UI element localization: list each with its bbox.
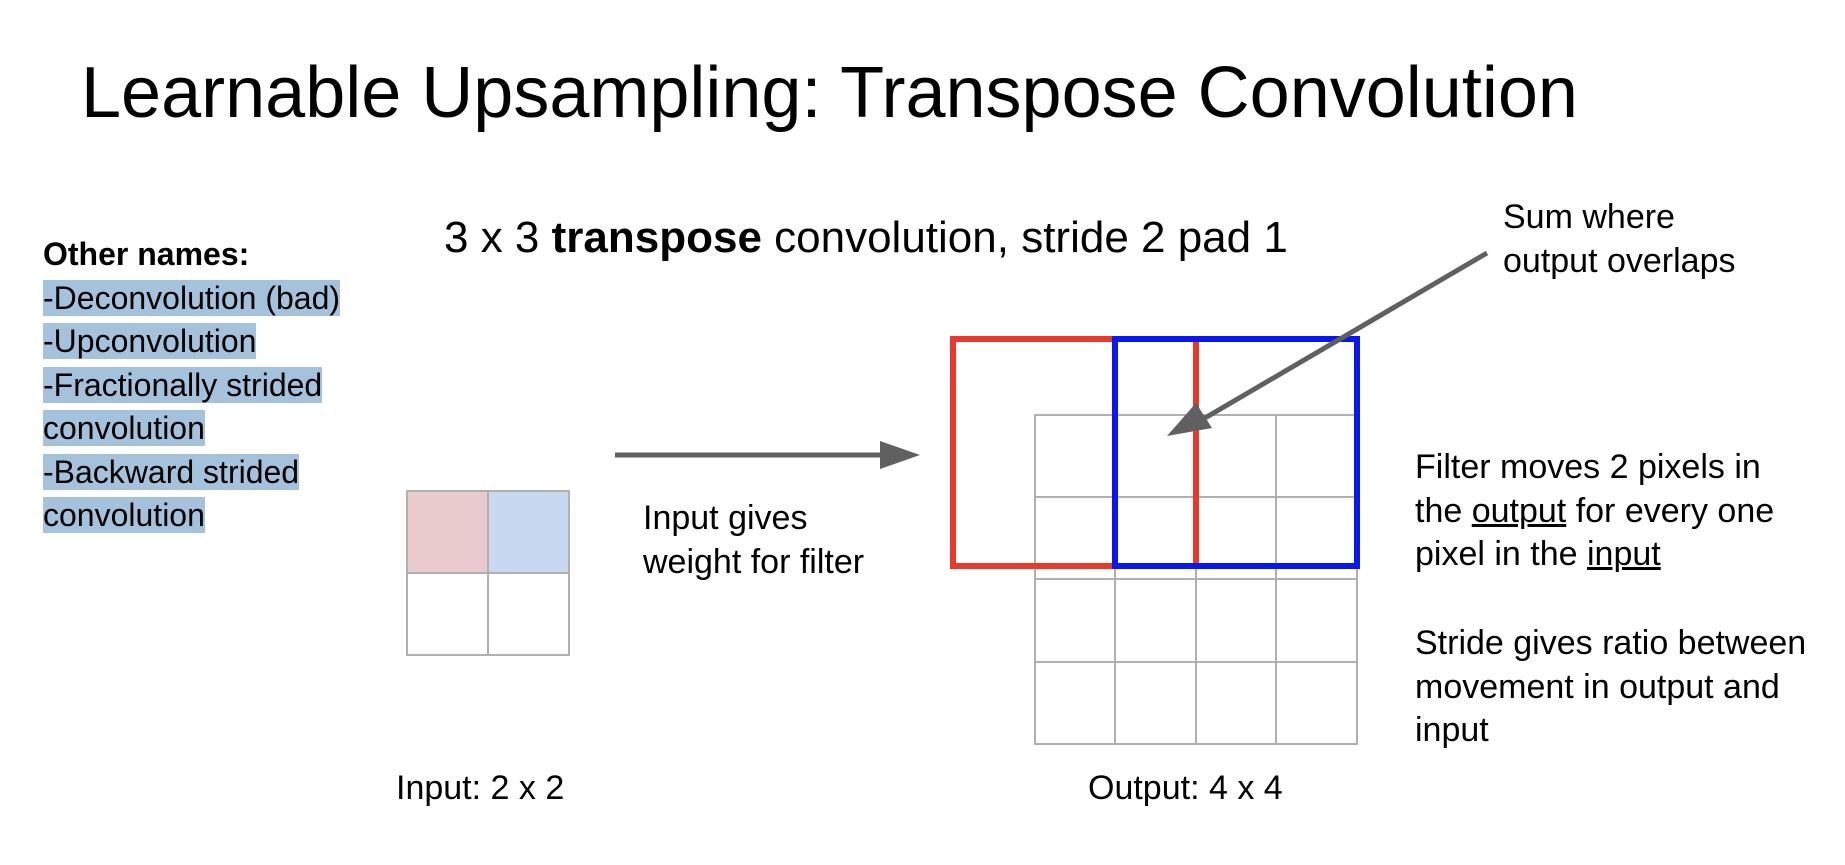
- filter-box-red: [950, 336, 1199, 569]
- diagram-subtitle: 3 x 3 transpose convolution, stride 2 pa…: [444, 212, 1288, 264]
- text-span: for every one: [1566, 491, 1775, 530]
- text-span: the: [1415, 491, 1472, 530]
- input-caption: Input: 2 x 2: [396, 769, 565, 807]
- subtitle-bold: transpose: [551, 213, 762, 262]
- other-name-item: -Upconvolution: [43, 323, 257, 359]
- other-name-item: -Fractionally strided: [43, 366, 323, 403]
- overlap-arrow: [1167, 250, 1489, 436]
- stride-line: movement in output and: [1415, 667, 1780, 706]
- sum-where-line: output overlaps: [1503, 241, 1736, 280]
- other-name-item: convolution: [43, 410, 205, 446]
- input-grid-lines: [406, 490, 570, 656]
- other-names-list: Other names: -Deconvolution (bad) -Upcon…: [43, 233, 341, 538]
- filter-box-blue: [1112, 336, 1360, 569]
- stride-line: input: [1415, 711, 1489, 749]
- slide-title: Learnable Upsampling: Transpose Convolut…: [81, 53, 1578, 133]
- other-names-heading: Other names:: [43, 236, 250, 272]
- other-name-item: -Deconvolution (bad): [43, 279, 341, 316]
- underlined-output: output: [1471, 491, 1567, 530]
- output-caption: Output: 4 x 4: [1088, 769, 1283, 807]
- input-cell-red: [407, 491, 488, 573]
- filter-moves-label: Filter moves 2 pixels in the output for …: [1415, 446, 1774, 577]
- other-name-item: -Backward strided: [43, 453, 300, 490]
- other-name-item: convolution: [43, 497, 205, 533]
- sum-where-label: Sum where output overlaps: [1503, 196, 1736, 283]
- filter-moves-line: pixel in the input: [1415, 533, 1774, 577]
- text-span: pixel in the: [1415, 535, 1587, 573]
- sum-where-line: Sum where: [1503, 198, 1675, 236]
- filter-moves-line: Filter moves 2 pixels in: [1415, 448, 1761, 486]
- filter-moves-line: the output for every one: [1415, 490, 1774, 534]
- stride-line: Stride gives ratio between: [1415, 624, 1807, 662]
- subtitle-prefix: 3 x 3: [444, 213, 552, 262]
- stride-gives-label: Stride gives ratio between movement in o…: [1415, 622, 1806, 753]
- input-to-output-arrow: [615, 441, 920, 469]
- subtitle-suffix: convolution, stride 2 pad 1: [761, 213, 1288, 262]
- input-grid: [406, 490, 570, 656]
- input-gives-label: Input gives weight for filter: [643, 499, 865, 581]
- underlined-input: input: [1587, 535, 1661, 573]
- input-cell-blue: [488, 491, 569, 573]
